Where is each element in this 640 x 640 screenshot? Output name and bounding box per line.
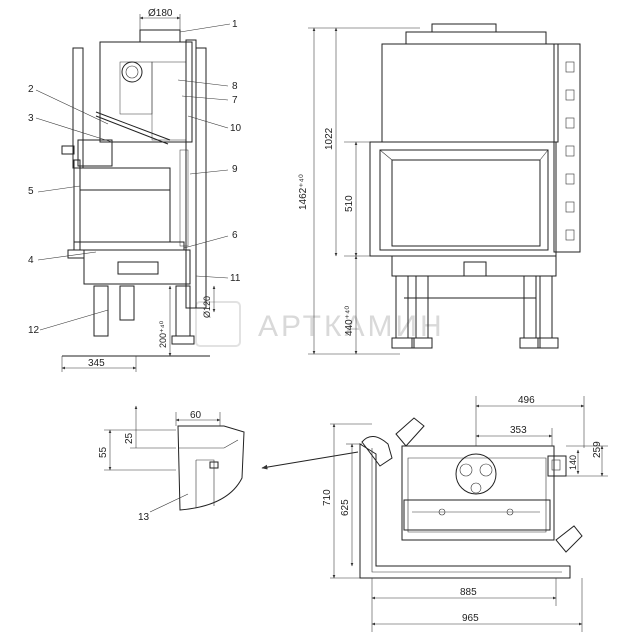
- callout-7: 7: [232, 95, 238, 106]
- total-height-label: 1462⁺⁴⁰: [298, 174, 309, 210]
- callout-5: 5: [28, 186, 34, 197]
- callout-10: 10: [230, 123, 242, 134]
- callout-8: 8: [232, 81, 238, 92]
- detail-height-outer-label: 55: [98, 446, 109, 458]
- callout-1: 1: [232, 19, 238, 30]
- plan-depth-259-label: 259: [592, 441, 603, 458]
- watermark-logo-icon: [195, 301, 241, 347]
- side-section-view: Ø180 1 2: [28, 8, 242, 372]
- detail-width-label: 60: [190, 410, 202, 421]
- base-height-label: 440⁺⁴⁰: [344, 306, 355, 336]
- side-slot-pattern: [565, 61, 575, 241]
- plan-width-885-label: 885: [460, 587, 477, 598]
- plan-view: 496 353 259 140 710 625 885 965: [322, 395, 608, 632]
- depth-label: 345: [88, 358, 105, 369]
- door-height-label: 510: [344, 195, 355, 212]
- air-inlet-diameter-label: Ø120: [202, 296, 212, 318]
- callout-11: 11: [230, 273, 241, 284]
- front-elevation-view: 1462⁺⁴⁰ 1022 510 440⁺⁴⁰: [298, 23, 581, 355]
- callout-12: 12: [28, 325, 40, 336]
- detail-height-inner-label: 25: [124, 432, 135, 444]
- leg-height-label: 200⁺⁴⁰: [158, 320, 168, 348]
- plan-offset-140-label: 140: [568, 455, 578, 470]
- body-height-label: 1022: [324, 127, 335, 150]
- callout-13: 13: [138, 512, 150, 523]
- plan-depth-710-label: 710: [322, 489, 333, 506]
- plan-width-top-label: 496: [518, 395, 535, 406]
- callout-3: 3: [28, 113, 34, 124]
- plan-width-965-label: 965: [462, 613, 479, 624]
- callout-9: 9: [232, 164, 238, 175]
- callout-4: 4: [28, 255, 34, 266]
- flue-diameter-label: Ø180: [148, 8, 173, 19]
- watermark: АРТКАМИН: [195, 301, 442, 347]
- plan-width-inner-label: 353: [510, 425, 527, 436]
- plan-depth-625-label: 625: [340, 499, 351, 516]
- callout-2: 2: [28, 84, 34, 95]
- detail-13-view: 60 55 25 13: [98, 405, 359, 523]
- callout-6: 6: [232, 230, 238, 241]
